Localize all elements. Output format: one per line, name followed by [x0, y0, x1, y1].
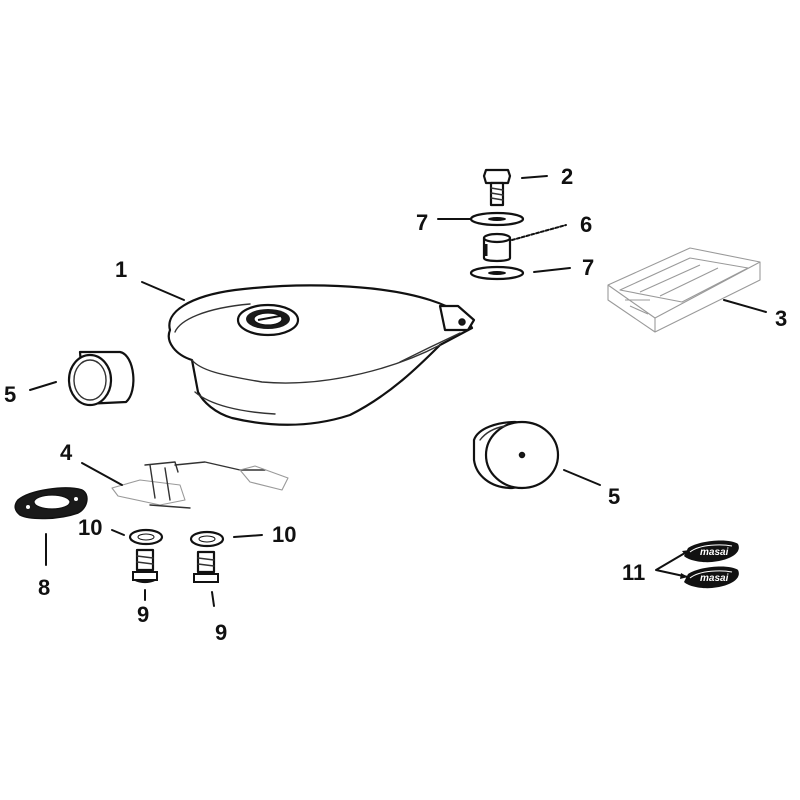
- emblem-bottom: masai: [684, 566, 739, 589]
- leader-5-right: [563, 469, 601, 486]
- callout-7-lower: 7: [582, 255, 594, 280]
- gasket: [14, 487, 88, 520]
- washer-lower: [469, 265, 525, 281]
- callout-10-left: 10: [78, 515, 102, 540]
- leader-6: [511, 224, 567, 241]
- cushion-right: [472, 420, 560, 490]
- screw-left: [131, 548, 159, 584]
- leader-lines: [29, 175, 767, 607]
- callout-11: 11: [622, 560, 645, 585]
- callout-numbers: 1 2 3 4 5 5 6 7 7 8 9 9 10 10 11: [4, 164, 787, 645]
- leader-9-right: [211, 591, 215, 607]
- leader-3: [723, 299, 767, 313]
- emblem-logo-bottom: masai: [700, 573, 729, 584]
- callout-1: 1: [115, 257, 127, 282]
- leader-5-left: [29, 381, 57, 391]
- callout-8: 8: [38, 575, 50, 600]
- washer-10-right: [189, 530, 225, 548]
- callout-3: 3: [775, 306, 787, 331]
- callout-9-right: 9: [215, 620, 227, 645]
- leader-10-left: [111, 529, 125, 536]
- callout-5-right: 5: [608, 484, 620, 509]
- bolt: [482, 168, 512, 207]
- emblem-top: masai: [684, 540, 739, 563]
- mounting-tray: [607, 247, 761, 333]
- callout-5-left: 5: [4, 382, 16, 407]
- screw-right: [193, 550, 219, 583]
- fuel-tank: [167, 284, 476, 426]
- leader-7-lower: [533, 267, 571, 273]
- bushing: [482, 232, 512, 263]
- leader-11-arrowheads: [680, 550, 690, 579]
- callout-2: 2: [561, 164, 573, 189]
- callout-7-upper: 7: [416, 210, 428, 235]
- leader-2: [521, 175, 548, 179]
- callout-10-right: 10: [272, 522, 296, 547]
- emblem-logo-top: masai: [700, 547, 729, 558]
- leader-4: [81, 462, 123, 486]
- leader-1: [141, 281, 185, 301]
- callout-9-left: 9: [137, 602, 149, 627]
- grommet-left: [67, 350, 135, 407]
- callout-6: 6: [580, 212, 592, 237]
- callout-4: 4: [60, 440, 73, 465]
- washer-10-left: [128, 528, 164, 546]
- fuel-sender: [111, 461, 289, 509]
- washer-upper: [469, 211, 525, 227]
- leader-10-right: [233, 534, 263, 538]
